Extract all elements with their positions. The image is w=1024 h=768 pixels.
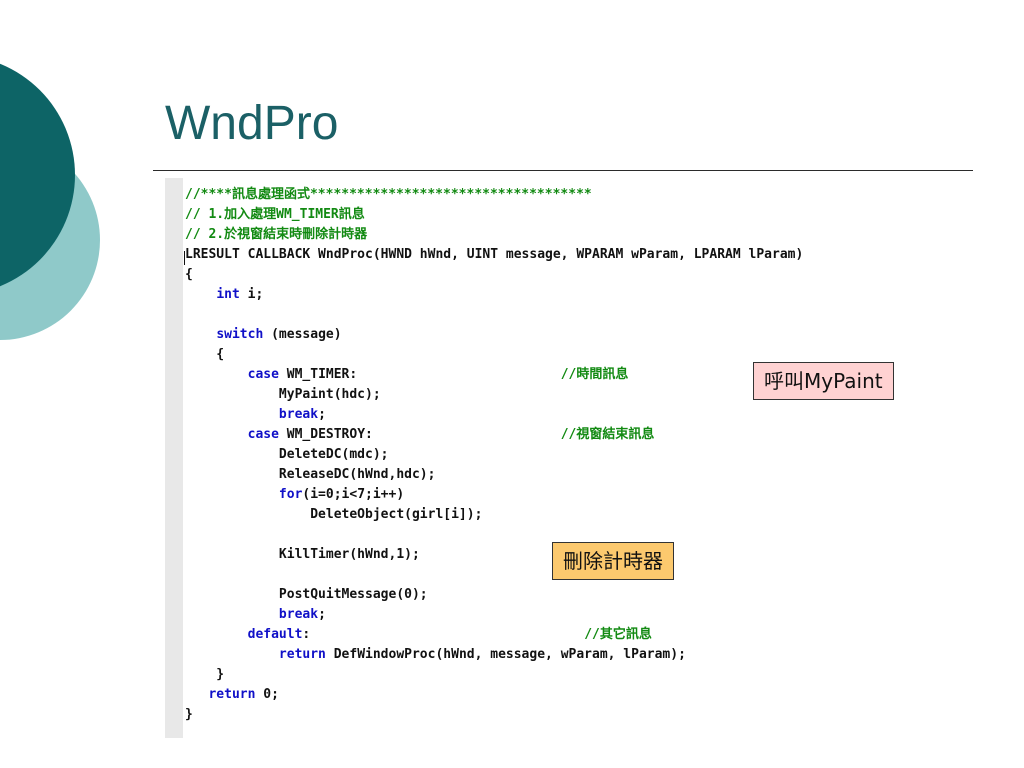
code-line: // 1.加入處理WM_TIMER訊息 — [185, 205, 979, 225]
code-token-plain: WM_TIMER: — [278, 367, 561, 382]
code-token-plain — [185, 627, 248, 642]
code-token-plain — [185, 427, 248, 442]
code-token-keyword: int — [216, 287, 240, 302]
code-line: DeleteDC(mdc); — [185, 445, 979, 465]
code-line: PostQuitMessage(0); — [185, 585, 979, 605]
code-token-plain: PostQuitMessage(0); — [185, 587, 428, 602]
code-token-plain — [185, 327, 216, 342]
code-line: break; — [185, 405, 979, 425]
code-line: DeleteObject(girl[i]); — [185, 505, 979, 525]
code-line: case WM_TIMER: //時間訊息 — [185, 365, 979, 385]
code-token-comment: // 1.加入處理WM_TIMER訊息 — [185, 207, 365, 222]
code-line: return 0; — [185, 685, 979, 705]
code-line: LRESULT CALLBACK WndProc(HWND hWnd, UINT… — [185, 245, 979, 265]
code-token-plain: DefWindowProc(hWnd, message, wParam, lPa… — [325, 647, 686, 662]
code-line: { — [185, 345, 979, 365]
callout-call-mypaint: 呼叫MyPaint — [753, 362, 894, 400]
code-token-plain: 0; — [255, 687, 279, 702]
code-token-plain — [185, 647, 279, 662]
code-token-plain: } — [185, 667, 225, 682]
dark-circle — [0, 63, 75, 287]
decorative-circles — [0, 63, 100, 340]
code-token-plain: DeleteDC(mdc); — [185, 447, 389, 462]
code-token-keyword: break — [278, 607, 319, 622]
code-token-plain — [185, 607, 279, 622]
code-token-plain: : — [302, 627, 585, 642]
code-token-plain: (i=0;i<7;i++) — [302, 487, 405, 502]
code-token-keyword: switch — [216, 327, 264, 342]
code-line: KillTimer(hWnd,1); — [185, 545, 979, 565]
code-token-keyword: case — [247, 427, 279, 442]
code-line: ReleaseDC(hWnd,hdc); — [185, 465, 979, 485]
code-line: //****訊息處理函式****************************… — [185, 185, 979, 205]
code-token-plain: ReleaseDC(hWnd,hdc); — [185, 467, 436, 482]
code-token-plain: ; — [318, 407, 326, 422]
code-line — [185, 305, 979, 325]
code-line: default: //其它訊息 — [185, 625, 979, 645]
code-token-keyword: for — [278, 487, 303, 502]
code-token-comment: //****訊息處理函式****************************… — [185, 187, 592, 202]
code-token-comment: // 2.於視窗結束時刪除計時器 — [185, 227, 368, 242]
code-token-plain: ; — [318, 607, 326, 622]
code-token-plain: KillTimer(hWnd,1); — [185, 547, 420, 562]
code-token-keyword: case — [247, 367, 279, 382]
code-token-plain: { — [185, 267, 193, 282]
code-gutter — [165, 178, 183, 738]
code-line: case WM_DESTROY: //視窗結束訊息 — [185, 425, 979, 445]
code-line: } — [185, 705, 979, 725]
title-divider — [153, 170, 973, 171]
code-line: { — [185, 265, 979, 285]
text-cursor — [184, 251, 185, 265]
code-token-plain — [185, 687, 208, 702]
code-token-plain: LRESULT CALLBACK WndProc(HWND hWnd, UINT… — [185, 247, 804, 262]
code-screenshot: //****訊息處理函式****************************… — [165, 178, 979, 738]
code-line: // 2.於視窗結束時刪除計時器 — [185, 225, 979, 245]
code-token-plain: i; — [239, 287, 264, 302]
code-token-plain: MyPaint(hdc); — [185, 387, 381, 402]
code-token-comment: //時間訊息 — [560, 367, 629, 382]
code-line: for(i=0;i<7;i++) — [185, 485, 979, 505]
code-token-comment: //視窗結束訊息 — [560, 427, 655, 442]
code-token-plain: } — [185, 707, 193, 722]
code-token-plain — [185, 407, 279, 422]
code-token-comment: //其它訊息 — [584, 627, 652, 642]
code-token-plain: DeleteObject(girl[i]); — [185, 507, 483, 522]
code-token-keyword: return — [208, 687, 256, 702]
code-token-keyword: default — [247, 627, 303, 642]
code-line: return DefWindowProc(hWnd, message, wPar… — [185, 645, 979, 665]
code-line: break; — [185, 605, 979, 625]
slide-title: WndPro — [165, 97, 339, 150]
code-token-keyword: return — [278, 647, 326, 662]
code-token-keyword: break — [278, 407, 319, 422]
code-token-plain: (message) — [263, 327, 342, 342]
code-token-plain — [185, 287, 216, 302]
code-block: //****訊息處理函式****************************… — [185, 185, 979, 725]
code-line: MyPaint(hdc); — [185, 385, 979, 405]
code-token-plain — [185, 367, 248, 382]
callout-delete-timer: 刪除計時器 — [552, 542, 674, 580]
code-token-plain: { — [185, 347, 225, 362]
code-token-plain — [185, 487, 279, 502]
code-line: } — [185, 665, 979, 685]
code-token-plain: WM_DESTROY: — [278, 427, 561, 442]
code-line: switch (message) — [185, 325, 979, 345]
code-line: int i; — [185, 285, 979, 305]
